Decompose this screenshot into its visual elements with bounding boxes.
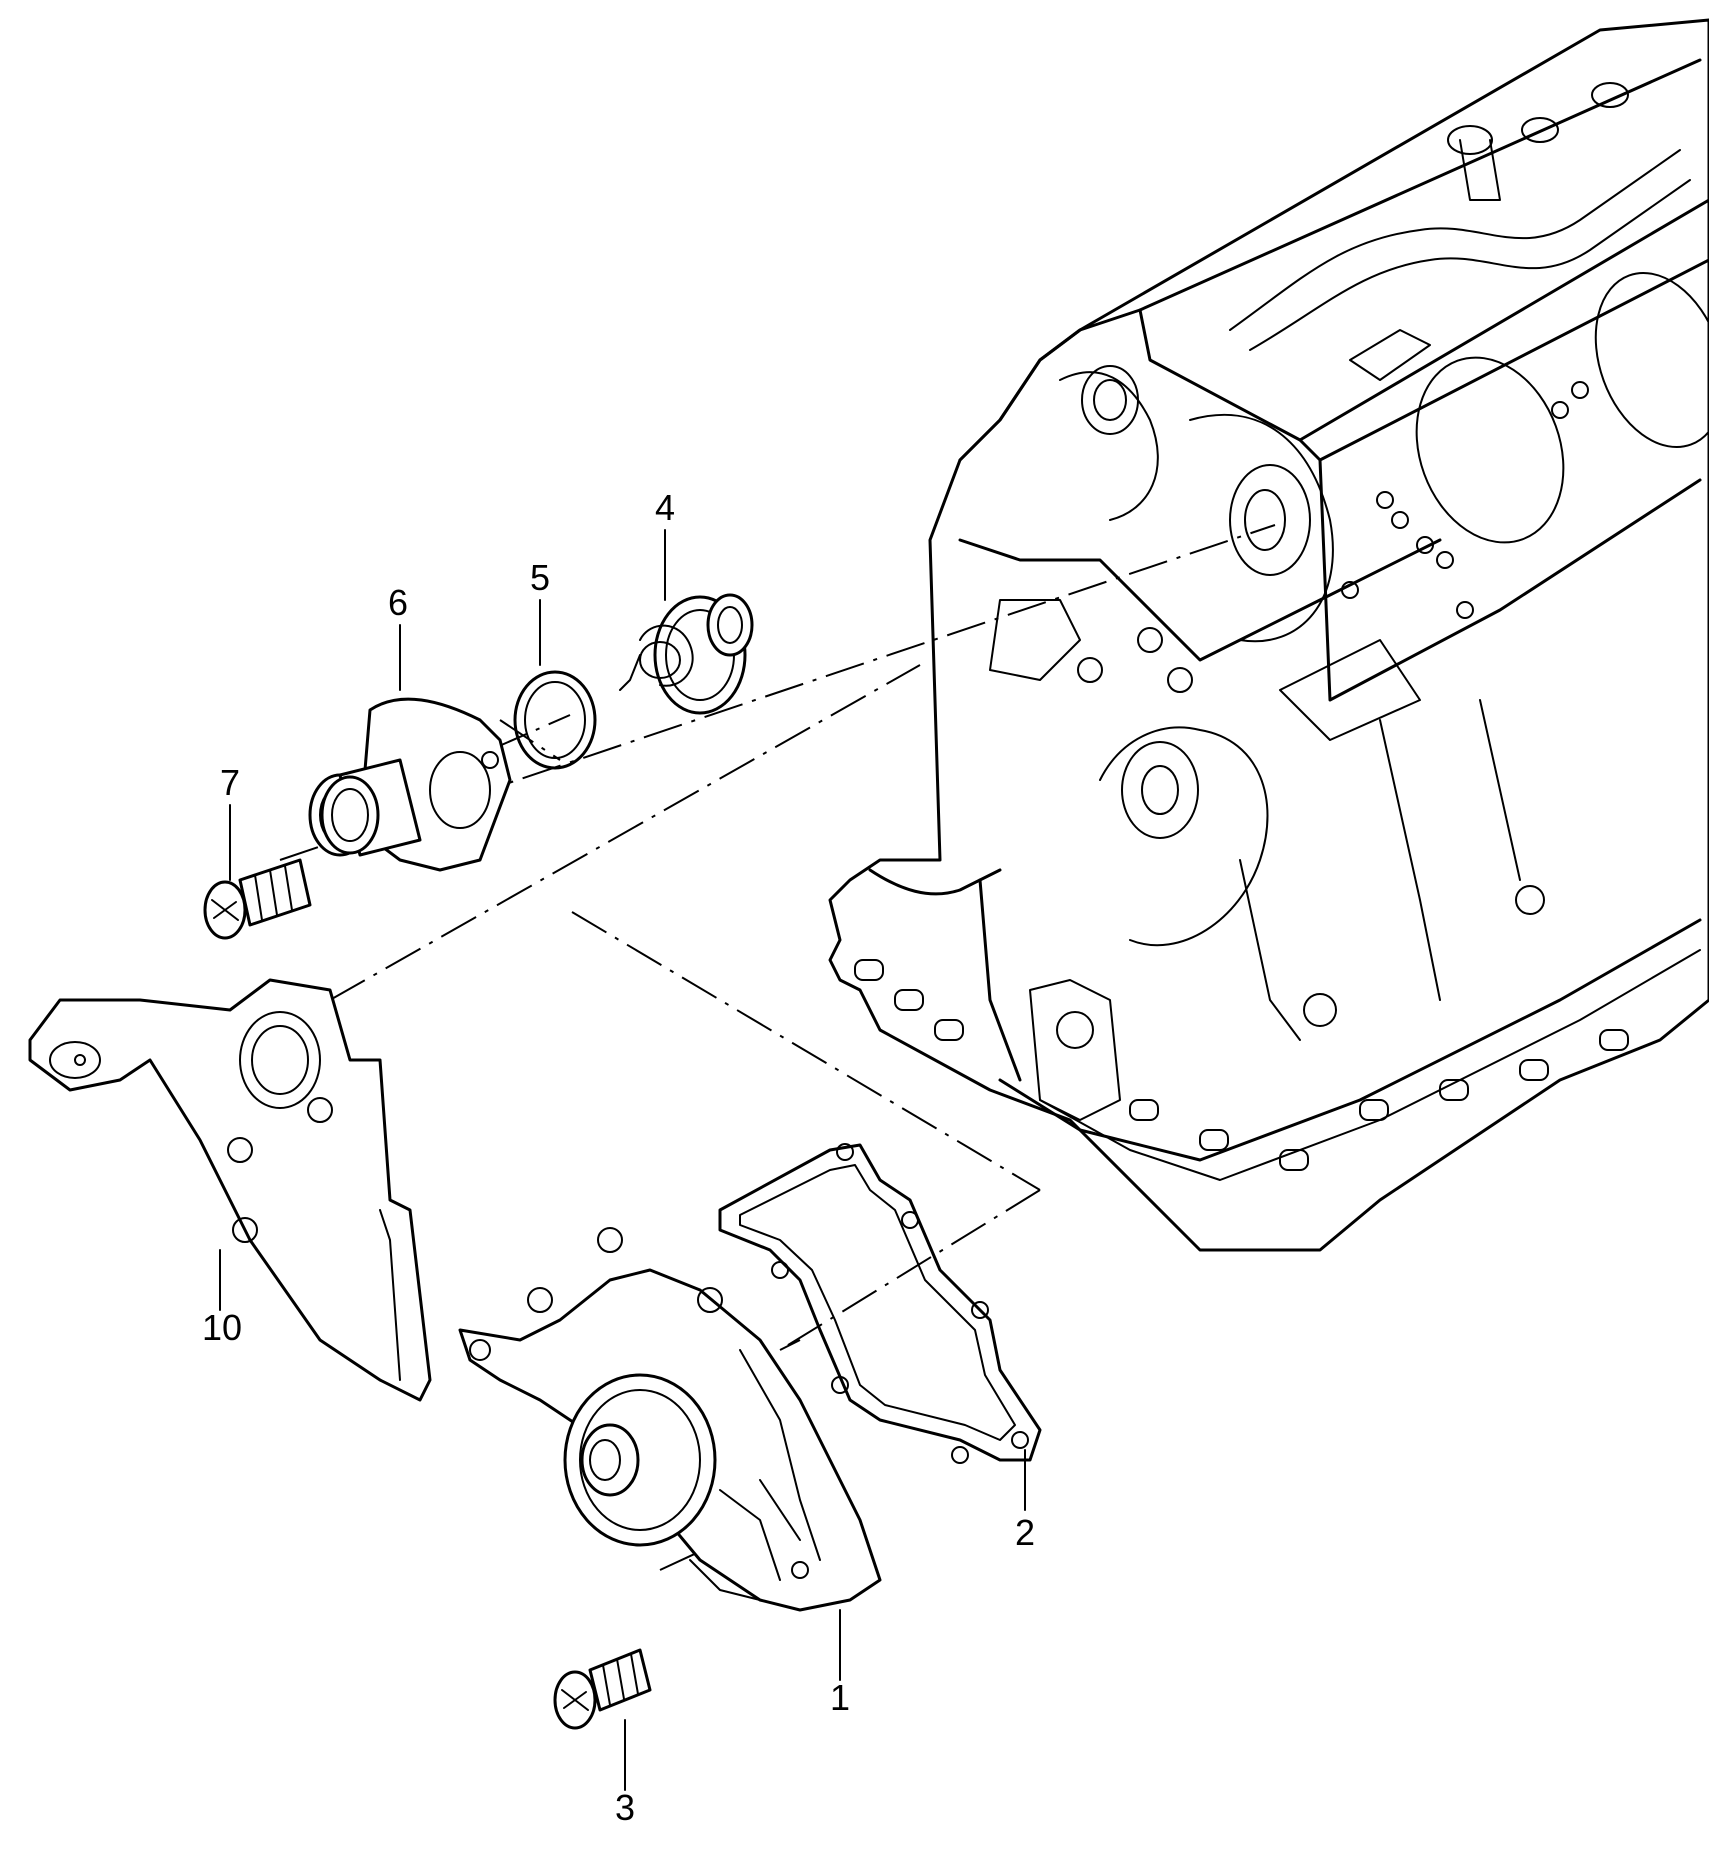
callout-labels: 4 5 6 7 10 2 1 3 xyxy=(202,487,1035,1828)
bolt-part-3 xyxy=(553,1648,652,1730)
bracket-part-10 xyxy=(28,978,432,1402)
engine-block xyxy=(828,18,1709,1252)
thermostat-part-4 xyxy=(619,593,754,715)
callout-4: 4 xyxy=(655,487,675,528)
callout-2: 2 xyxy=(1015,1512,1035,1553)
callout-6: 6 xyxy=(388,582,408,623)
bolt-part-7 xyxy=(203,858,312,940)
water-pump-part-1 xyxy=(458,1227,882,1612)
callout-5: 5 xyxy=(530,557,550,598)
gasket-part-2 xyxy=(718,1143,1042,1464)
leader-lines xyxy=(219,529,1026,1791)
callout-10: 10 xyxy=(202,1307,242,1348)
callout-3: 3 xyxy=(615,1787,635,1828)
callout-1: 1 xyxy=(830,1677,850,1718)
thermostat-housing-part-6 xyxy=(308,697,512,872)
callout-7: 7 xyxy=(220,762,240,803)
o-ring-part-5 xyxy=(513,670,597,770)
